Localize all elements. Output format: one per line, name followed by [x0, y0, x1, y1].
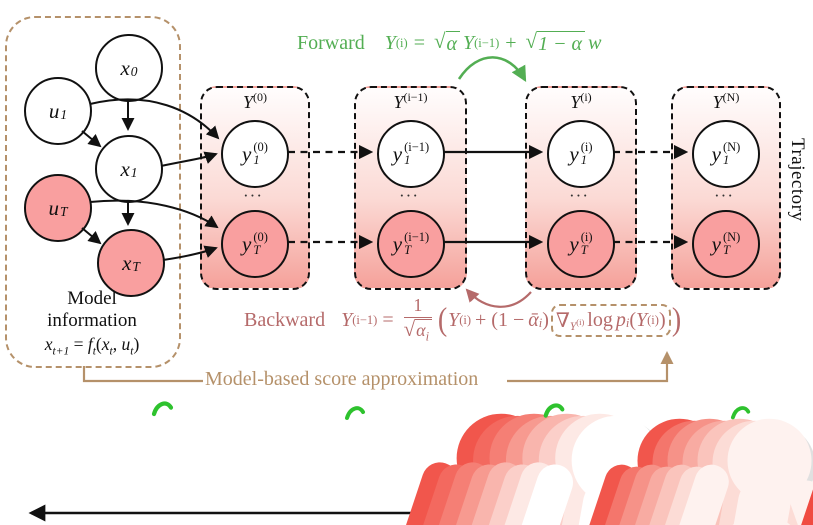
- humanoid-figures: [151, 401, 813, 525]
- humanoid-shadow: [380, 419, 614, 525]
- humanoid-shadow: [640, 424, 813, 525]
- humanoid-cluster-3: [543, 403, 813, 525]
- node-yT-i-1: y(i−1)T: [377, 210, 445, 278]
- humanoid-shadow: [565, 424, 786, 525]
- humanoid-figure: [787, 415, 813, 525]
- node-xT-label: x: [122, 250, 132, 275]
- node-y1-N: y(N)1: [692, 120, 760, 188]
- score-connector-right-arrow: [507, 351, 674, 383]
- trajectory-label: Trajectory: [787, 138, 808, 222]
- ellipsis-col1: ···: [399, 186, 419, 205]
- node-y1-i: y(i)1: [547, 120, 615, 188]
- humanoid-figure: [802, 417, 813, 525]
- green-heading-marker: [151, 401, 174, 417]
- humanoid-shadow: [396, 419, 630, 525]
- humanoid-figure: [606, 419, 813, 525]
- humanoid-figure: [621, 421, 813, 525]
- humanoid-shadow: [791, 421, 813, 525]
- node-x1-label: x: [120, 156, 130, 181]
- humanoid-figure: [474, 416, 708, 525]
- green-heading-marker: [543, 403, 565, 418]
- humanoid-figure: [441, 416, 675, 525]
- humanoid-shadow: [413, 419, 647, 525]
- humanoid-figure: [576, 419, 797, 525]
- column-YN-header: Y(N): [712, 90, 740, 112]
- humanoid-shadow: [595, 424, 813, 525]
- column-Yi-1-header: Y(i−1): [393, 90, 428, 112]
- column-Yi-header: Y(i): [570, 90, 592, 112]
- humanoid-cluster-2: [345, 406, 813, 525]
- humanoid-figure: [392, 414, 626, 525]
- model-info-caption: Model information: [47, 288, 137, 332]
- humanoid-shadow: [625, 424, 813, 525]
- humanoid-shadow: [478, 419, 712, 525]
- humanoid-figure: [409, 416, 643, 525]
- green-heading-marker: [345, 406, 365, 420]
- backward-label: Backward: [244, 308, 326, 331]
- ellipsis-col2: ···: [569, 186, 589, 205]
- humanoid-figure: [458, 414, 692, 525]
- score-approximation-label: Model-based score approximation: [205, 368, 479, 390]
- forward-equation: Forward Y(i) = √α Y(i−1) + √1 − α w: [297, 29, 602, 56]
- humanoid-shadow: [775, 421, 813, 525]
- humanoid-figure: [359, 414, 593, 525]
- humanoid-figure: [755, 415, 813, 525]
- humanoid-figure: [561, 421, 782, 525]
- humanoid-figure: [591, 421, 812, 525]
- humanoid-figure: [546, 419, 767, 525]
- dynamics-equation: xt+1 = ft(xt, ut): [44, 334, 140, 358]
- ellipsis-col3: ···: [714, 186, 734, 205]
- sqrt-alpha: √α: [434, 31, 461, 55]
- humanoid-figure: [771, 417, 813, 525]
- sqrt-1-minus-alpha: √1 − α: [526, 31, 586, 55]
- node-x0-label: x: [120, 55, 130, 80]
- score-connector-left: [82, 366, 203, 383]
- humanoid-figure: [376, 416, 610, 525]
- humanoid-shadow: [363, 419, 597, 525]
- ellipsis-col0: ···: [243, 186, 263, 205]
- humanoid-shadow: [580, 424, 801, 525]
- fraction-1-over-sqrt-alpha-i: 1 √αi: [403, 295, 433, 344]
- node-yT-N: y(N)T: [692, 210, 760, 278]
- humanoid-shadow: [462, 419, 696, 525]
- node-u1-label: u: [48, 98, 60, 123]
- node-uT-label: u: [48, 195, 59, 220]
- humanoid-shadow: [760, 421, 813, 525]
- humanoid-shadow: [610, 424, 813, 525]
- humanoid-cluster-1: [151, 401, 712, 525]
- forward-arc-arrow: [457, 56, 527, 83]
- node-y1-0: y(0)1: [221, 120, 289, 188]
- node-yT-0: y(0)T: [221, 210, 289, 278]
- forward-label: Forward: [297, 31, 365, 54]
- humanoid-shadow: [446, 419, 680, 525]
- humanoid-figure: [425, 414, 659, 525]
- humanoid-shadow: [550, 424, 771, 525]
- node-y1-i-1: y(i−1)1: [377, 120, 445, 188]
- green-heading-marker: [730, 406, 751, 420]
- humanoid-cluster-4: [730, 406, 751, 420]
- column-Y0-header: Y(0): [242, 90, 267, 112]
- node-yT-i: y(i)T: [547, 210, 615, 278]
- humanoid-shadow: [429, 419, 663, 525]
- humanoid-shadow: [806, 421, 813, 525]
- humanoid-figure: [636, 419, 813, 525]
